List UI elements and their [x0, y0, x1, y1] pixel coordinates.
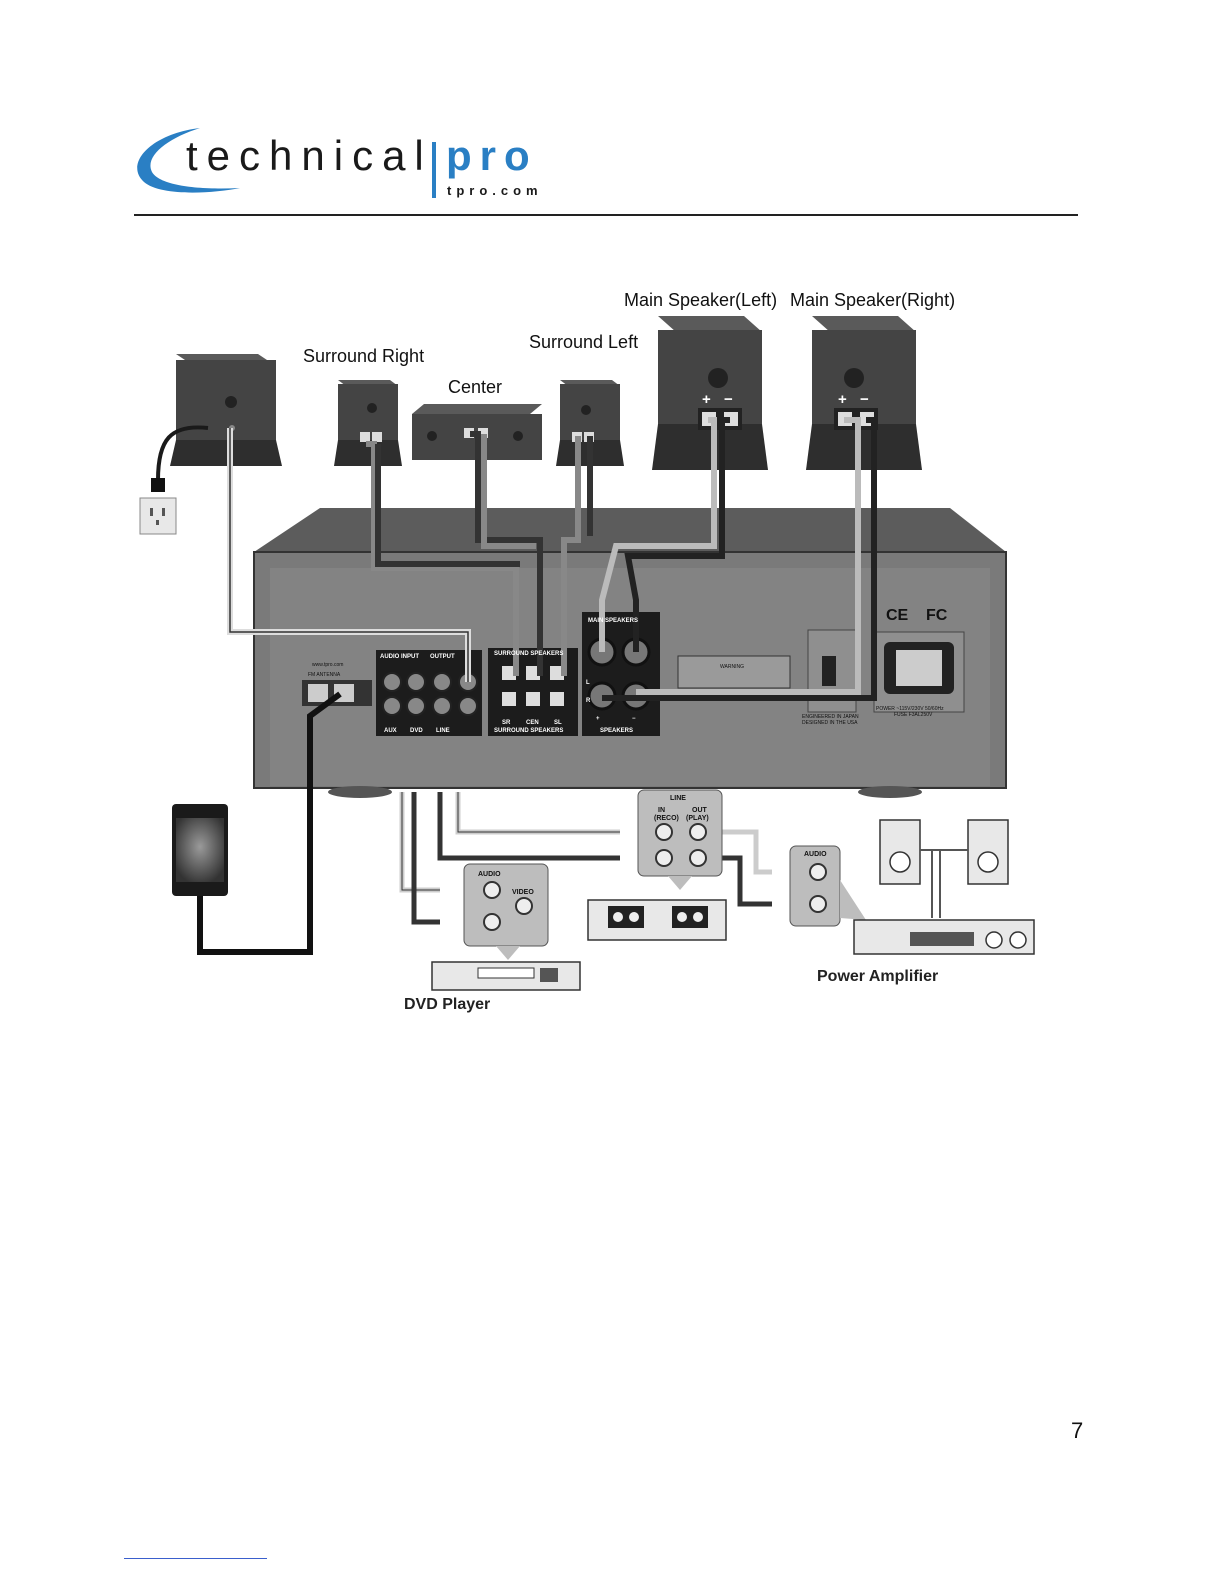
surround-top-label: SURROUND SPEAKERS: [494, 651, 563, 657]
power-amplifier-label: Power Amplifier: [817, 968, 939, 985]
logo-text: technical: [186, 132, 433, 179]
main-left-label: Main Speaker(Left): [624, 290, 778, 310]
logo-swoosh-icon: [137, 128, 240, 193]
sl-label: SL: [554, 720, 562, 726]
designed-label: DESIGNED IN THE USA: [802, 720, 858, 726]
logo-url: tpro.com: [447, 183, 543, 198]
output-label: OUTPUT: [430, 654, 455, 660]
power-rating-label: POWER ~115V/230V 50/60Hz: [876, 706, 944, 712]
main-right-minus: −: [860, 391, 869, 408]
footer-link-underline: [124, 1558, 267, 1559]
amplifier-connector-callout: [789, 845, 866, 927]
surround-left-label: Surround Left: [529, 332, 639, 352]
fc-mark: FC: [926, 607, 948, 624]
surround-right-speaker: [334, 380, 402, 466]
fuse-label: FUSE F3AL250V: [894, 712, 933, 718]
audio-input-label: AUDIO INPUT: [380, 654, 419, 660]
speakers-label: SPEAKERS: [600, 728, 633, 734]
subwoofer: [170, 354, 282, 466]
aux-label: AUX: [384, 728, 397, 734]
rca-jacks: [382, 672, 478, 716]
recorder-out-label: OUT: [692, 807, 708, 814]
main-right-label: Main Speaker(Right): [790, 290, 956, 310]
dvd-label: DVD: [410, 728, 423, 734]
surround-right-label: Surround Right: [303, 346, 425, 366]
wall-outlet-icon: [139, 497, 177, 535]
site-label: www.tpro.com: [312, 662, 343, 668]
logo-divider: [432, 142, 436, 198]
surround-bottom-label: SURROUND SPEAKERS: [494, 728, 563, 734]
rca-cables: [399, 792, 772, 925]
main-plus-label: +: [596, 716, 600, 722]
main-right-speaker: [806, 316, 922, 470]
main-l-label: L: [586, 680, 590, 686]
recorder-play-label: (PLAY): [686, 815, 709, 822]
phone-device: [172, 691, 342, 955]
cen-label: CEN: [526, 720, 539, 726]
surround-left-speaker: [556, 380, 624, 466]
warning-label: WARNING: [720, 664, 744, 670]
logo-pro-text: pro: [446, 132, 538, 179]
sr-label: SR: [502, 720, 511, 726]
fm-antenna-label: FM ANTENNA: [308, 672, 341, 678]
main-left-minus: −: [724, 391, 733, 408]
dvd-player-icon: [431, 961, 581, 991]
recorder-connector-callout: [637, 789, 723, 890]
dvd-player-label: DVD Player: [404, 996, 491, 1013]
power-cord: [156, 425, 209, 481]
amplifier-speakers-icon: [879, 819, 1009, 918]
amp-audio-label: AUDIO: [804, 851, 827, 858]
cassette-deck-icon: [587, 899, 727, 941]
dvd-video-label: VIDEO: [512, 889, 534, 896]
power-amplifier-icon: [853, 919, 1035, 955]
center-label: Center: [448, 377, 503, 397]
dvd-connector-callout: [463, 863, 549, 960]
page-number: 7: [1071, 1418, 1084, 1443]
main-speakers-label: MAIN SPEAKERS: [588, 618, 638, 624]
header-rule: [134, 214, 1078, 216]
dvd-audio-label: AUDIO: [478, 871, 501, 878]
main-left-plus: +: [702, 391, 711, 408]
center-speaker: [412, 404, 542, 460]
surround-terminals: [502, 666, 564, 706]
ce-mark: CE: [886, 607, 909, 624]
recorder-in-label: IN: [658, 807, 665, 814]
recorder-line-label: LINE: [670, 795, 686, 802]
plug-icon: [151, 478, 165, 492]
line-label: LINE: [436, 728, 450, 734]
engineered-label: ENGINEERED IN JAPAN: [802, 714, 859, 720]
main-minus-label: −: [632, 716, 636, 722]
recorder-reco-label: (RECO): [654, 815, 679, 822]
main-left-speaker: [652, 316, 768, 470]
main-r-label: R: [586, 698, 591, 704]
main-right-plus: +: [838, 391, 847, 408]
